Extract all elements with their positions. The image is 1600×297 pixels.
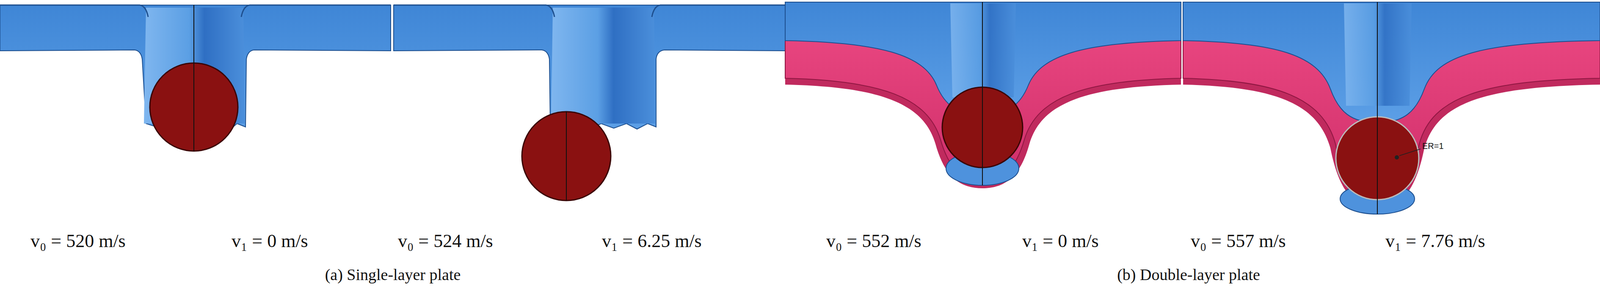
velocity-label: v₁ = 0 m/s — [231, 230, 309, 253]
center-line — [565, 111, 567, 201]
plug-wall — [950, 3, 1016, 98]
panel-single-perforated — [393, 5, 788, 201]
probe-label: ER=1 — [1422, 141, 1444, 152]
velocity-label: v₀ = 520 m/s — [30, 230, 126, 253]
projectile — [521, 111, 611, 201]
velocity-label: v₀ = 557 m/s — [1190, 230, 1286, 253]
rear-plate — [785, 78, 1181, 189]
subfigure-caption: (b) Double-layer plate — [1117, 265, 1261, 285]
plate-edge — [0, 5, 391, 17]
center-line — [982, 2, 983, 186]
velocity-label: v₀ = 524 m/s — [397, 230, 494, 253]
plug-wall — [551, 7, 656, 124]
plate — [393, 5, 788, 130]
subfigure-caption: (a) Single-layer plate — [325, 265, 461, 285]
plate-edge — [393, 5, 788, 17]
center-line — [193, 5, 195, 152]
panel-double-perforated — [1183, 2, 1600, 215]
velocity-label: v₁ = 7.76 m/s — [1385, 230, 1486, 253]
front-plate — [1183, 2, 1600, 123]
panel-single-stopped — [0, 5, 391, 152]
velocity-label: v₁ = 0 m/s — [1022, 230, 1099, 253]
velocity-label: v₁ = 6.25 m/s — [601, 230, 702, 253]
panel-double-stopped — [785, 2, 1181, 189]
velocity-label: v₀ = 552 m/s — [826, 230, 922, 253]
leader-line — [1399, 148, 1421, 156]
center-line — [1376, 2, 1378, 215]
probe-dot — [1394, 155, 1399, 160]
